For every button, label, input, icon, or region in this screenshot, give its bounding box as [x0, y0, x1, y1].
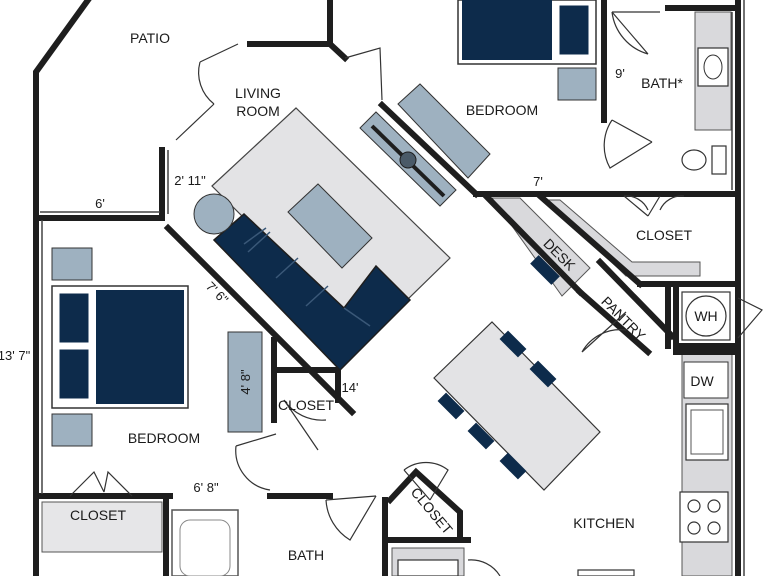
dishwasher-box — [683, 361, 729, 399]
door-bath-bottom[interactable] — [325, 495, 377, 541]
dim-bedroom-7-6: 7' 6" — [203, 279, 232, 308]
sofa-seam-2 — [275, 257, 299, 279]
stool-2 — [529, 360, 557, 388]
bed-left-pillow-2 — [56, 346, 92, 402]
label-kitchen: KITCHEN — [573, 515, 634, 531]
door-closet-bedroom[interactable] — [283, 399, 327, 451]
wardrobe-left — [227, 331, 263, 433]
bed-left-pillow-1 — [56, 290, 92, 346]
label-closet-bottom-left: CLOSET — [70, 507, 126, 523]
wall-closet-bottom-center — [385, 467, 463, 543]
stool-4 — [467, 422, 495, 450]
door-living-left[interactable] — [198, 43, 239, 105]
label-patio: PATIO — [130, 30, 170, 46]
wall-pantry-top — [595, 257, 677, 341]
toilet-tank — [711, 145, 727, 175]
stool-1 — [499, 330, 527, 358]
dim-living-14: 14' — [342, 380, 359, 395]
sink-top-basin — [703, 54, 723, 80]
dim-bedroom-top-7: 7' — [533, 174, 543, 189]
kitchen-island — [433, 321, 601, 491]
bed-top-blanket — [462, 0, 552, 60]
burner-1 — [687, 499, 701, 513]
label-bedroom-left: BEDROOM — [128, 430, 200, 446]
stool-3 — [437, 392, 465, 420]
dim-bedroom-13-7: 13' 7" — [0, 348, 31, 363]
label-living-2: ROOM — [236, 103, 280, 119]
fridge-edge — [577, 569, 635, 576]
label-bath-bottom: BATH — [288, 547, 324, 563]
nightstand-left-bottom — [51, 413, 93, 447]
wall-closet-bedroom — [271, 367, 341, 403]
sofa-seam-4 — [343, 307, 371, 327]
label-living-1: LIVING — [235, 85, 281, 101]
sofa-seam-1 — [247, 231, 271, 253]
dimension-labels: 9' 7' 6' 2' 11" 7' 6" 13' 7" 4' 8" 14' 6… — [0, 66, 625, 495]
tv-knob — [399, 151, 417, 169]
door-living-right[interactable] — [344, 47, 383, 101]
nightstand-top — [557, 67, 597, 101]
sofa — [212, 212, 412, 372]
furniture — [51, 0, 731, 576]
toilet-top — [681, 149, 707, 171]
label-closet-bottom-center: CLOSET — [408, 484, 457, 538]
burner-4 — [707, 521, 721, 535]
wall-wh — [673, 287, 741, 349]
doors — [69, 11, 763, 576]
door-closet-bottom-center[interactable] — [403, 461, 449, 501]
coffee-table — [287, 183, 373, 269]
stove — [679, 491, 729, 543]
sink-bottom — [397, 559, 459, 576]
door-pantry[interactable] — [581, 311, 627, 353]
desk-chair — [530, 255, 560, 285]
label-wh: WH — [694, 308, 717, 324]
dim-bath-top-9: 9' — [615, 66, 625, 81]
label-dw: DW — [690, 373, 714, 389]
dim-patio-6: 6' — [95, 196, 105, 211]
stool-5 — [499, 452, 527, 480]
door-bath-bottom-2[interactable] — [467, 559, 501, 576]
closet-shelf-mid — [546, 199, 701, 277]
wall-closet-mid-left — [535, 191, 645, 289]
wall-desk-diag — [481, 191, 585, 297]
windows — [40, 0, 745, 576]
door-closet-bottom-left[interactable] — [69, 470, 133, 497]
dresser-top-bedroom — [397, 83, 491, 179]
wall-bedroom-top-diag — [377, 100, 481, 199]
label-bedroom-top: BEDROOM — [466, 102, 538, 118]
dim-living-2-11: 2' 11" — [174, 173, 206, 188]
bathtub-inner — [179, 519, 231, 576]
dim-bedroom-6-8: 6' 8" — [193, 480, 219, 495]
burner-2 — [707, 499, 721, 513]
door-wh[interactable] — [737, 297, 763, 339]
door-bedroom-top-bath[interactable] — [603, 119, 653, 169]
label-closet-bedroom: CLOSET — [278, 397, 334, 413]
bar-stools — [437, 330, 557, 480]
wall-living-top-left — [247, 41, 350, 63]
side-table — [193, 193, 235, 235]
walls — [33, 0, 741, 576]
bed-left-blanket — [96, 290, 184, 404]
door-closet-mid[interactable] — [623, 195, 685, 217]
sofa-seam-3 — [305, 285, 329, 307]
burner-3 — [687, 521, 701, 535]
door-bedroom-left[interactable] — [235, 433, 277, 491]
door-living-left-2[interactable] — [175, 103, 215, 141]
nightstand-left-top — [51, 247, 93, 281]
wall-living-bedroom-diag — [163, 223, 357, 417]
wall-pantry-bottom — [575, 287, 653, 357]
label-bath-top: BATH* — [641, 75, 683, 91]
bed-top-pillow — [556, 2, 592, 58]
closet-bottom-left-shelf — [41, 501, 163, 553]
dim-wardrobe-4-8: 4' 8" — [238, 369, 253, 395]
kitchen-sink-basin — [690, 409, 724, 455]
wh-tank — [685, 295, 727, 337]
sofa-seams — [243, 227, 267, 245]
label-closet-mid: CLOSET — [636, 227, 692, 243]
door-bath-top[interactable] — [611, 11, 660, 55]
